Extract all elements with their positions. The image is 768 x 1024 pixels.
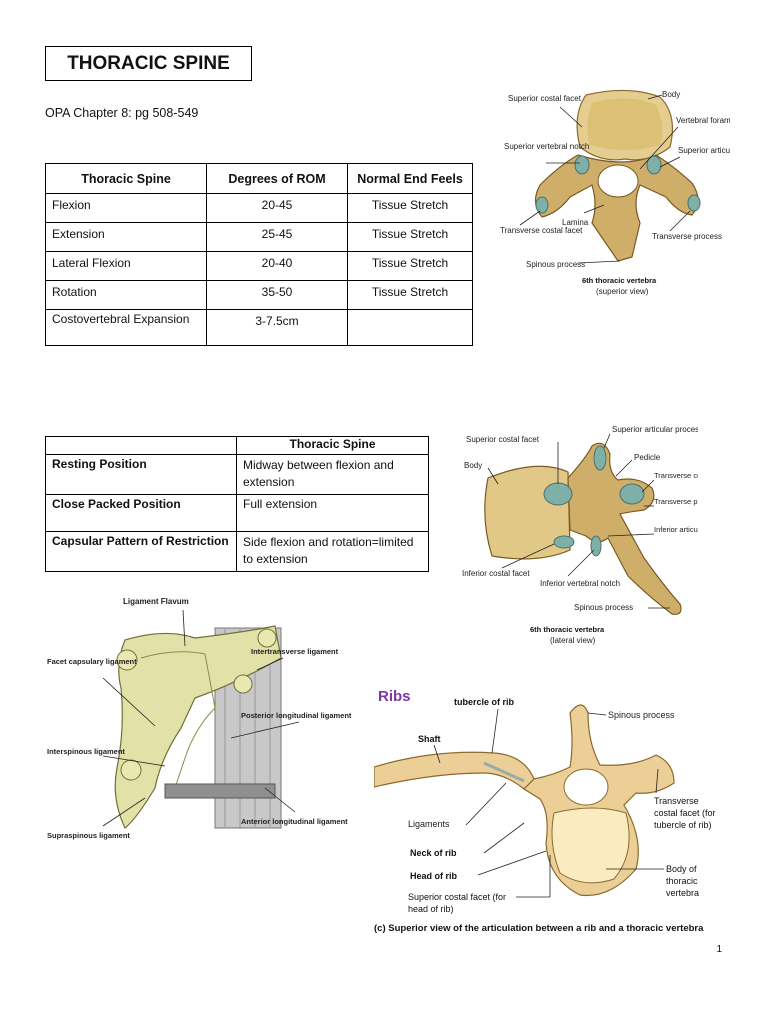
column-header-empty <box>45 436 237 455</box>
end-feel-cell: Tissue Stretch <box>347 251 473 281</box>
table-row: Lateral Flexion 20-40 Tissue Stretch <box>45 251 473 281</box>
label-posterior-longitudinal-ligament: Posterior longitudinal ligament <box>241 711 352 720</box>
label-interspinous-ligament: Interspinous ligament <box>47 747 125 756</box>
label-superior-costal-facet: Superior costal facet <box>466 435 540 444</box>
label-transverse-process: Transverse process <box>654 497 698 506</box>
column-header: Degrees of ROM <box>206 163 348 194</box>
table-header-row: Thoracic Spine <box>45 436 429 455</box>
page-number: 1 <box>716 944 722 955</box>
figure-caption-container: (c) Superior view of the articulation be… <box>374 923 704 934</box>
vertebra-illustration <box>534 89 701 262</box>
label-facet-capsulary-ligament: Facet capsulary ligament <box>47 657 137 666</box>
label-supraspinous-ligament: Supraspinous ligament <box>47 831 130 840</box>
ribs-title: Ribs <box>378 688 411 705</box>
label-superior-vertebral-notch: Superior vertebral notch <box>504 142 589 151</box>
table-header-row: Thoracic Spine Degrees of ROM Normal End… <box>45 163 473 194</box>
figure-caption-sub: (superior view) <box>596 287 649 296</box>
end-feel-cell: Tissue Stretch <box>347 193 473 223</box>
label-body: Body <box>464 461 482 470</box>
rom-cell: 3-7.5cm <box>206 309 348 346</box>
label-transverse-costal-facet-container: Transverse costal facet (for tubercle of… <box>654 796 716 830</box>
label-inferior-vertebral-notch: Inferior vertebral notch <box>540 579 620 588</box>
table-row: Rotation 35-50 Tissue Stretch <box>45 280 473 310</box>
rom-cell: 20-45 <box>206 193 348 223</box>
position-table: Thoracic Spine Resting Position Midway b… <box>45 436 429 572</box>
leader-lines <box>102 609 300 827</box>
label-lamina: Lamina <box>562 218 589 227</box>
label-inferior-articular-process: Inferior articular process <box>654 525 698 534</box>
column-header: Thoracic Spine <box>45 163 207 194</box>
motion-cell: Flexion <box>45 193 207 223</box>
table-row: Capsular Pattern of Restriction Side fle… <box>45 531 429 572</box>
column-header: Normal End Feels <box>347 163 473 194</box>
label-superior-articular-process: Superior articular process <box>612 425 698 434</box>
label-body-of-thoracic-vertebra: Body of thoracic vertebra <box>666 864 700 898</box>
rom-table: Thoracic Spine Degrees of ROM Normal End… <box>45 163 473 346</box>
label-head-of-rib: Head of rib <box>410 871 458 881</box>
figure-caption: (c) Superior view of the articulation be… <box>374 923 704 934</box>
end-feel-cell <box>347 309 473 346</box>
label-tubercle-of-rib: tubercle of rib <box>454 697 515 707</box>
column-header: Thoracic Spine <box>236 436 429 455</box>
rib-vertebra-illustration <box>374 704 675 897</box>
end-feel-cell: Tissue Stretch <box>347 222 473 252</box>
label-transverse-costal-facet: Transverse costal facet <box>654 471 698 480</box>
position-label: Capsular Pattern of Restriction <box>45 531 237 572</box>
table-row: Extension 25-45 Tissue Stretch <box>45 222 473 252</box>
page-title: THORACIC SPINE <box>45 46 252 81</box>
label-pedicle: Pedicle <box>634 453 661 462</box>
label-transverse-costal-facet: Transverse costal facet (for tubercle of… <box>654 796 716 830</box>
table-row: Resting Position Midway between flexion … <box>45 454 429 495</box>
vertebra-superior-view-figure: Superior costal facet Body Vertebral for… <box>500 89 730 296</box>
leader-lines <box>519 94 691 264</box>
end-feel-cell: Tissue Stretch <box>347 280 473 310</box>
rom-cell: 20-40 <box>206 251 348 281</box>
leader-lines <box>487 433 670 609</box>
position-value: Midway between flexion and extension <box>236 454 429 495</box>
spine-ligament-illustration <box>114 625 282 829</box>
motion-cell: Lateral Flexion <box>45 251 207 281</box>
motion-cell: Costovertebral Expansion <box>45 309 207 346</box>
label-ligament-flavum: Ligament Flavum <box>123 597 189 606</box>
label-ligaments: Ligaments <box>408 819 450 829</box>
position-value: Full extension <box>236 494 429 532</box>
label-intertransverse-ligament: Intertransverse ligament <box>251 647 339 656</box>
position-value: Side flexion and rotation=limited to ext… <box>236 531 429 572</box>
label-transverse-costal-facet: Transverse costal facet <box>500 226 583 235</box>
label-superior-articular-facet: Superior articular facet <box>678 146 730 155</box>
table-row: Costovertebral Expansion 3-7.5cm <box>45 309 473 346</box>
figure-caption: 6th thoracic vertebra <box>582 276 657 285</box>
rom-cell: 35-50 <box>206 280 348 310</box>
position-label: Close Packed Position <box>45 494 237 532</box>
table-row: Close Packed Position Full extension <box>45 494 429 532</box>
label-shaft: Shaft <box>418 734 441 744</box>
motion-cell: Extension <box>45 222 207 252</box>
leader-lines <box>433 708 664 898</box>
chapter-reference: OPA Chapter 8: pg 508-549 <box>45 106 199 120</box>
vertebra-lateral-view-figure: Superior costal facet Superior articular… <box>462 425 698 645</box>
label-anterior-longitudinal-ligament: Anterior longitudinal ligament <box>241 817 348 826</box>
label-body: Body <box>662 90 680 99</box>
thoracic-ligaments-figure: Ligament Flavum Facet capsulary ligament… <box>47 597 352 840</box>
rib-articulation-figure: Ribs tubercle of rib Spinous process Sha… <box>374 688 716 934</box>
position-label: Resting Position <box>45 454 237 495</box>
label-inferior-costal-facet: Inferior costal facet <box>462 569 530 578</box>
motion-cell: Rotation <box>45 280 207 310</box>
label-neck-of-rib: Neck of rib <box>410 848 457 858</box>
label-vertebral-foramen: Vertebral foramen <box>676 116 730 125</box>
label-body-container: Body of thoracic vertebra <box>666 864 700 898</box>
rom-cell: 25-45 <box>206 222 348 252</box>
table-row: Flexion 20-45 Tissue Stretch <box>45 193 473 223</box>
label-superior-costal-facet-container: Superior costal facet (for head of rib) <box>408 892 507 914</box>
vertebra-illustration <box>484 442 682 615</box>
label-spinous-process: Spinous process <box>608 710 675 720</box>
figure-caption: 6th thoracic vertebra <box>530 625 605 634</box>
label-spinous-process: Spinous process <box>526 260 585 269</box>
label-superior-costal-facet: Superior costal facet (for head of rib) <box>408 892 507 914</box>
label-spinous-process: Spinous process <box>574 603 633 612</box>
label-superior-costal-facet: Superior costal facet <box>508 94 582 103</box>
figure-caption-sub: (lateral view) <box>550 636 596 645</box>
label-transverse-process: Transverse process <box>652 232 722 241</box>
